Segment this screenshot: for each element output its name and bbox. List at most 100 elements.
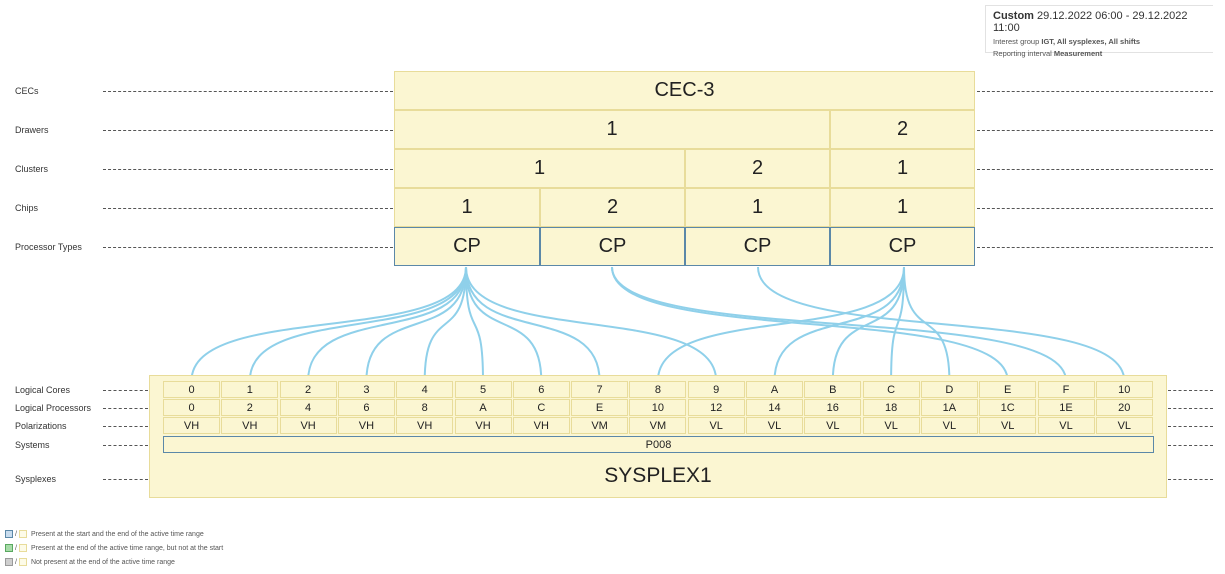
logical-processor-cell[interactable]: E bbox=[571, 399, 629, 416]
guide-line bbox=[103, 445, 148, 446]
logical-core-cell[interactable]: 5 bbox=[454, 381, 512, 398]
processor-link bbox=[423, 266, 467, 382]
guide-line bbox=[977, 169, 1213, 170]
cluster-cell[interactable]: 1 bbox=[394, 149, 685, 188]
logical-core-cell[interactable]: 8 bbox=[629, 381, 687, 398]
polarization-cell[interactable]: VM bbox=[571, 417, 629, 434]
logical-processor-cell[interactable]: A bbox=[454, 399, 512, 416]
processor-link bbox=[248, 266, 467, 382]
processor-link bbox=[831, 266, 905, 382]
logical-processor-cell[interactable]: 6 bbox=[337, 399, 395, 416]
guide-line bbox=[977, 91, 1213, 92]
logical-core-cell[interactable]: A bbox=[746, 381, 803, 398]
drawer-cell[interactable]: 1 bbox=[394, 110, 830, 149]
row-label-processor-types: Processor Types bbox=[15, 242, 82, 252]
logical-processor-cell[interactable]: 2 bbox=[221, 399, 279, 416]
logical-core-cell[interactable]: D bbox=[920, 381, 978, 398]
chip-cell[interactable]: 1 bbox=[394, 188, 540, 227]
guide-line bbox=[1168, 426, 1213, 427]
logical-processor-cell[interactable]: 18 bbox=[862, 399, 920, 416]
logical-processor-cell[interactable]: 8 bbox=[396, 399, 454, 416]
processor-link bbox=[773, 266, 905, 382]
chip-cell[interactable]: 1 bbox=[830, 188, 975, 227]
processor-link bbox=[903, 266, 951, 382]
logical-core-cell[interactable]: 1 bbox=[221, 381, 279, 398]
polarization-cell[interactable]: VH bbox=[396, 417, 454, 434]
polarization-cell[interactable]: VL bbox=[920, 417, 978, 434]
legend-text: Present at the end of the active time ra… bbox=[30, 544, 224, 552]
logical-processor-cell[interactable]: 14 bbox=[746, 399, 803, 416]
row-label-polarizations: Polarizations bbox=[15, 421, 67, 431]
processor-type-cell[interactable]: CP bbox=[830, 227, 975, 266]
guide-line bbox=[977, 130, 1213, 131]
polarization-cell[interactable]: VL bbox=[979, 417, 1037, 434]
cec-cell[interactable]: CEC-3 bbox=[394, 71, 975, 110]
logical-processor-cell[interactable]: 10 bbox=[629, 399, 687, 416]
polarization-cell[interactable]: VH bbox=[337, 417, 395, 434]
logical-processor-cell[interactable]: 1A bbox=[920, 399, 978, 416]
processor-type-cell[interactable]: CP bbox=[540, 227, 685, 266]
interest-group-value: IGT, All sysplexes, All shifts bbox=[1041, 37, 1141, 46]
range-value: 29.12.2022 06:00 - 29.12.2022 11:00 bbox=[993, 10, 1188, 34]
polarization-cell[interactable]: VH bbox=[454, 417, 512, 434]
time-range-panel[interactable]: Custom 29.12.2022 06:00 - 29.12.2022 11:… bbox=[985, 5, 1213, 58]
chip-cell[interactable]: 1 bbox=[685, 188, 830, 227]
guide-line bbox=[103, 208, 393, 209]
logical-processor-cell[interactable]: 20 bbox=[1095, 399, 1153, 416]
logical-core-cell[interactable]: 9 bbox=[687, 381, 745, 398]
polarization-cell[interactable]: VL bbox=[804, 417, 862, 434]
logical-core-cell[interactable]: E bbox=[979, 381, 1037, 398]
logical-processor-cell[interactable]: 16 bbox=[804, 399, 862, 416]
logical-core-cell[interactable]: 2 bbox=[279, 381, 337, 398]
processor-type-cell[interactable]: CP bbox=[394, 227, 540, 266]
logical-core-cell[interactable]: 3 bbox=[337, 381, 395, 398]
chip-cell[interactable]: 2 bbox=[540, 188, 685, 227]
processor-link bbox=[757, 266, 1126, 382]
guide-line bbox=[977, 247, 1213, 248]
guide-line bbox=[103, 247, 393, 248]
polarization-cell[interactable]: VH bbox=[221, 417, 279, 434]
row-label-clusters: Clusters bbox=[15, 164, 49, 174]
logical-processor-cell[interactable]: 12 bbox=[687, 399, 745, 416]
guide-line bbox=[977, 208, 1213, 209]
interest-group-label: Interest group bbox=[993, 37, 1040, 46]
cluster-cell[interactable]: 1 bbox=[830, 149, 975, 188]
drawer-cell[interactable]: 2 bbox=[830, 110, 975, 149]
polarization-cell[interactable]: VM bbox=[629, 417, 687, 434]
processor-link bbox=[307, 266, 467, 382]
cluster-cell[interactable]: 2 bbox=[685, 149, 830, 188]
logical-core-cell[interactable]: F bbox=[1037, 381, 1095, 398]
logical-processor-cell[interactable]: 1C bbox=[979, 399, 1037, 416]
polarization-cell[interactable]: VL bbox=[687, 417, 745, 434]
logical-core-cell[interactable]: 4 bbox=[396, 381, 454, 398]
polarization-cell[interactable]: VL bbox=[746, 417, 803, 434]
logical-processor-cell[interactable]: 0 bbox=[163, 399, 220, 416]
logical-core-cell[interactable]: B bbox=[804, 381, 862, 398]
polarization-cell[interactable]: VL bbox=[1037, 417, 1095, 434]
processor-link bbox=[190, 266, 467, 382]
row-label-sysplexes: Sysplexes bbox=[15, 474, 57, 484]
logical-processor-cell[interactable]: 4 bbox=[279, 399, 337, 416]
legend-swatch-processor bbox=[5, 544, 13, 552]
logical-core-cell[interactable]: 0 bbox=[163, 381, 220, 398]
processor-type-cell[interactable]: CP bbox=[685, 227, 830, 266]
guide-line bbox=[1168, 408, 1213, 409]
polarization-cell[interactable]: VL bbox=[862, 417, 920, 434]
reporting-interval-line: Reporting interval Measurement bbox=[993, 49, 1206, 58]
system-cell[interactable]: P008 bbox=[163, 436, 1154, 453]
logical-core-cell[interactable]: 6 bbox=[512, 381, 570, 398]
polarization-cell[interactable]: VH bbox=[279, 417, 337, 434]
logical-core-cell[interactable]: 10 bbox=[1095, 381, 1153, 398]
polarization-cell[interactable]: VH bbox=[512, 417, 570, 434]
sysplex-label: SYSPLEX1 bbox=[604, 464, 712, 487]
polarization-cell[interactable]: VL bbox=[1095, 417, 1153, 434]
logical-core-cell[interactable]: 7 bbox=[571, 381, 629, 398]
logical-core-cell[interactable]: C bbox=[862, 381, 920, 398]
logical-processor-cell[interactable]: C bbox=[512, 399, 570, 416]
legend-text: Not present at the end of the active tim… bbox=[30, 558, 175, 566]
legend-item: /Not present at the end of the active ti… bbox=[5, 558, 175, 566]
polarization-cell[interactable]: VH bbox=[163, 417, 220, 434]
legend-swatch-processor bbox=[5, 530, 13, 538]
logical-processor-cell[interactable]: 1E bbox=[1037, 399, 1095, 416]
